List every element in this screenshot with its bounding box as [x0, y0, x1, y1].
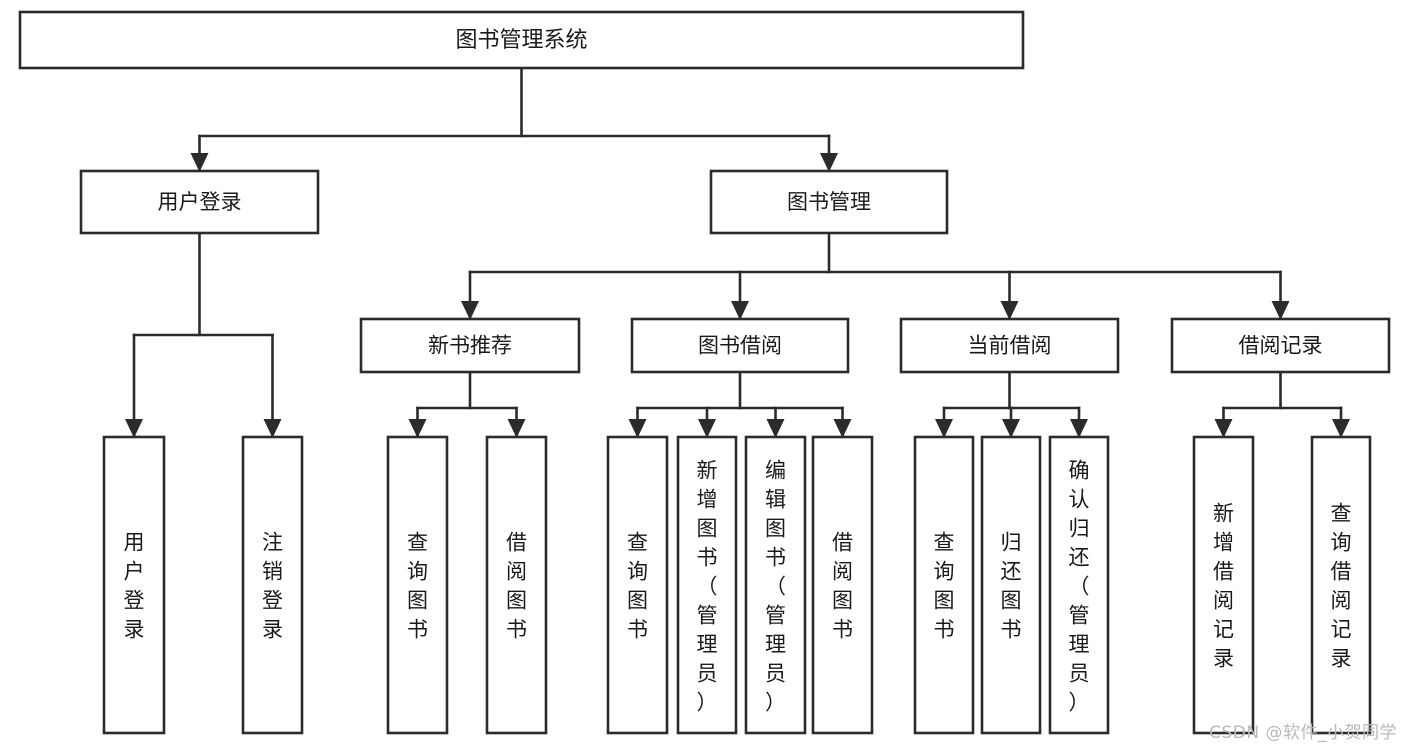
arrow-head [731, 301, 749, 320]
node-label: 借阅记录 [1239, 334, 1323, 358]
node-label: 查询借阅记录 [1331, 502, 1352, 671]
node-label: 注销登录 [262, 531, 283, 642]
node-box [913, 435, 975, 735]
node-label: 用户登录 [158, 190, 242, 214]
node-current-borrow[interactable]: 当前借阅 [899, 317, 1120, 374]
arrow-head [1271, 301, 1290, 320]
node-box [1310, 435, 1372, 735]
node-book-borrow[interactable]: 图书借阅 [630, 317, 850, 374]
node-box [1192, 435, 1255, 735]
node-user-login[interactable]: 用户登录 [79, 169, 320, 235]
node-label: 新增图书（管理员） [697, 459, 718, 715]
arrow-head [263, 419, 282, 438]
node-leaf-add-record[interactable]: 新增借阅记录 [1192, 435, 1255, 735]
node-box [241, 435, 304, 735]
node-label: 确认归还（管理员） [1069, 459, 1090, 715]
node-label: 新增借阅记录 [1213, 502, 1234, 671]
arrow-head [461, 301, 479, 320]
node-label: 归还图书 [1001, 531, 1022, 642]
node-book-manage[interactable]: 图书管理 [709, 169, 949, 235]
node-leaf-user-logout[interactable]: 注销登录 [241, 435, 304, 735]
arrow-head [698, 419, 716, 438]
node-box [811, 435, 874, 735]
arrow-head [190, 153, 209, 172]
node-label: 查询图书 [407, 531, 428, 642]
connector-layer [125, 66, 1350, 438]
node-box [102, 435, 166, 735]
node-leaf-user-login[interactable]: 用户登录 [102, 435, 166, 735]
node-box [606, 435, 669, 735]
node-leaf-query-record[interactable]: 查询借阅记录 [1310, 435, 1372, 735]
node-leaf-borrow-book-2[interactable]: 借阅图书 [811, 435, 874, 735]
csdn-watermark: CSDN @软件_小贺同学 [1209, 723, 1397, 743]
node-borrow-record[interactable]: 借阅记录 [1170, 317, 1391, 374]
arrow-head [1332, 419, 1350, 438]
arrow-head [1070, 419, 1088, 438]
node-box [630, 317, 850, 374]
node-box [1048, 435, 1110, 735]
node-leaf-edit-book[interactable]: 编辑图书（管理员） [744, 435, 807, 735]
arrow-head [507, 419, 526, 438]
node-box [744, 435, 807, 735]
arrow-head [1002, 419, 1020, 438]
node-box [899, 317, 1120, 374]
node-root[interactable]: 图书管理系统 [18, 10, 1025, 70]
arrow-head [820, 153, 838, 172]
arrow-head [408, 419, 427, 438]
node-box [386, 435, 449, 735]
node-box [676, 435, 738, 735]
node-leaf-add-book[interactable]: 新增图书（管理员） [676, 435, 738, 735]
node-label: 新书推荐 [428, 334, 512, 358]
node-label: 查询图书 [934, 531, 955, 642]
node-label: 当前借阅 [968, 334, 1052, 358]
node-label: 借阅图书 [832, 531, 853, 642]
node-label: 编辑图书（管理员） [765, 459, 786, 715]
arrow-head [125, 419, 143, 438]
node-box [1170, 317, 1391, 374]
node-box [485, 435, 548, 735]
node-label: 查询图书 [627, 531, 648, 642]
node-label: 借阅图书 [506, 531, 527, 642]
node-label: 图书借阅 [698, 334, 782, 358]
node-box [359, 317, 581, 374]
node-label: 图书管理系统 [455, 28, 587, 53]
node-label: 用户登录 [124, 531, 145, 642]
node-label: 图书管理 [787, 190, 871, 214]
node-leaf-borrow-book-1[interactable]: 借阅图书 [485, 435, 548, 735]
arrow-head [1000, 301, 1019, 320]
node-new-book-recommend[interactable]: 新书推荐 [359, 317, 581, 374]
node-box [79, 169, 320, 235]
node-layer: 图书管理系统用户登录图书管理新书推荐图书借阅当前借阅借阅记录用户登录注销登录查询… [18, 10, 1391, 735]
node-leaf-confirm-return[interactable]: 确认归还（管理员） [1048, 435, 1110, 735]
node-leaf-query-book-1[interactable]: 查询图书 [386, 435, 449, 735]
arrow-head [1214, 419, 1233, 438]
node-leaf-query-book-2[interactable]: 查询图书 [606, 435, 669, 735]
node-box [709, 169, 949, 235]
arrow-head [628, 419, 647, 438]
node-leaf-return-book[interactable]: 归还图书 [980, 435, 1042, 735]
arrow-head [935, 419, 953, 438]
arrow-head [766, 419, 785, 438]
node-box [980, 435, 1042, 735]
node-leaf-query-book-3[interactable]: 查询图书 [913, 435, 975, 735]
node-box [18, 10, 1025, 70]
arrow-head [833, 419, 852, 438]
